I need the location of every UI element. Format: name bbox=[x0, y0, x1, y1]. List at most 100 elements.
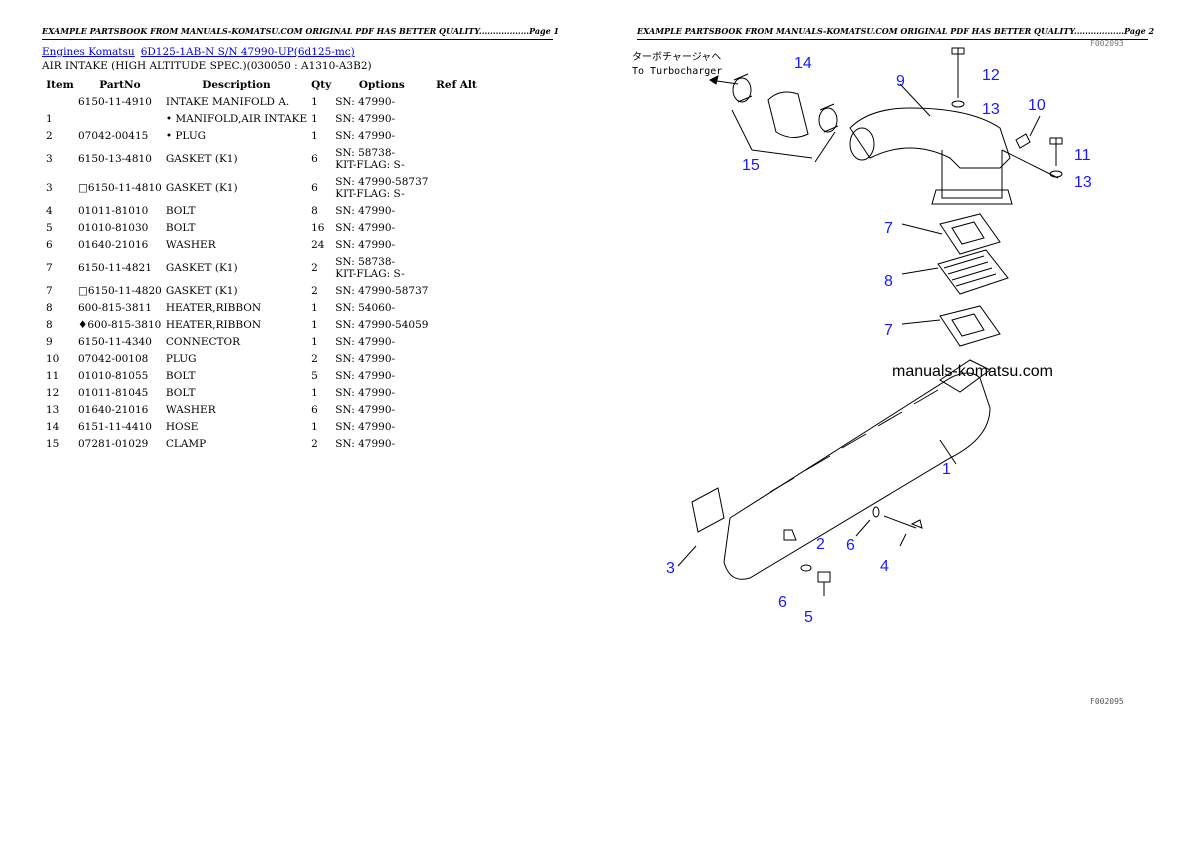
heater-8-drawing bbox=[937, 249, 1009, 295]
options-cell: SN: 47990- bbox=[333, 418, 430, 435]
gasket-7-bottom-leader bbox=[901, 319, 941, 325]
breadcrumb-link-engines[interactable]: Engines Komatsu bbox=[42, 46, 135, 58]
item-cell: 9 bbox=[46, 335, 53, 348]
option-line: SN: 47990- bbox=[335, 403, 396, 416]
item-cell: 5 bbox=[46, 221, 53, 234]
item-cell: 3 bbox=[46, 152, 53, 165]
options-cell: SN: 58738-KIT-FLAG: S- bbox=[333, 253, 430, 282]
gasket-7-bottom-port bbox=[951, 313, 985, 337]
callout-15: 15 bbox=[742, 157, 760, 174]
description-cell: PLUG bbox=[165, 352, 197, 365]
description-cell: BOLT bbox=[165, 221, 196, 234]
partno-cell: □6150-11-4820 bbox=[78, 284, 162, 297]
option-line: SN: 47990- bbox=[335, 221, 396, 234]
item-cell: 8 bbox=[46, 301, 53, 314]
column-header-qty: Qty bbox=[311, 78, 332, 91]
column-header-description: Description bbox=[202, 78, 271, 91]
qty-cell: 1 bbox=[311, 129, 318, 142]
qty-cell: 2 bbox=[311, 261, 318, 274]
gasket-7-top-port bbox=[951, 221, 985, 245]
bolt-12-drawing bbox=[951, 47, 965, 98]
ref-alt-cell bbox=[430, 127, 482, 144]
ref-alt-cell bbox=[430, 173, 482, 202]
partno-cell: 01010-81030 bbox=[78, 221, 149, 234]
item-cell: 3 bbox=[46, 181, 53, 194]
table-row: 5 01010-81030 BOLT 16 SN: 47990- bbox=[44, 219, 482, 236]
ref-alt-cell bbox=[430, 93, 482, 110]
callout-12: 12 bbox=[982, 67, 1000, 84]
item-cell: 14 bbox=[46, 420, 60, 433]
column-header-item: Item bbox=[46, 78, 74, 91]
description-cell: WASHER bbox=[165, 238, 216, 251]
description-cell: GASKET (K1) bbox=[165, 261, 238, 274]
options-cell: SN: 47990- bbox=[333, 236, 430, 253]
washer-6b-drawing bbox=[800, 564, 812, 572]
qty-cell: 1 bbox=[311, 318, 318, 331]
partno-cell bbox=[76, 110, 164, 127]
ref-alt-cell bbox=[430, 202, 482, 219]
page-header: EXAMPLE PARTSBOOK FROM MANUALS-KOMATSU.C… bbox=[42, 26, 559, 40]
callout-13-right: 13 bbox=[1074, 174, 1092, 191]
qty-cell: 8 bbox=[311, 204, 318, 217]
option-line: SN: 47990- bbox=[335, 420, 396, 433]
description-cell: BOLT bbox=[165, 204, 196, 217]
option-line: SN: 58738- bbox=[335, 146, 396, 159]
clamp-right-band bbox=[819, 103, 839, 133]
callout-9: 9 bbox=[896, 73, 905, 90]
bolt-11-drawing bbox=[1049, 137, 1063, 166]
partno-cell: 6150-11-4821 bbox=[78, 261, 152, 274]
option-line: SN: 47990- bbox=[335, 112, 396, 125]
option-line: KIT-FLAG: S- bbox=[335, 187, 405, 200]
diagram-page: EXAMPLE PARTSBOOK FROM MANUALS-KOMATSU.C… bbox=[595, 0, 1190, 842]
options-cell: SN: 47990- bbox=[333, 333, 430, 350]
partno-cell: 6151-11-4410 bbox=[78, 420, 152, 433]
table-header-row: Item PartNo Description Qty Options Ref … bbox=[44, 76, 482, 93]
options-cell: SN: 47990-54059 bbox=[333, 316, 430, 333]
item-cell: 2 bbox=[46, 129, 53, 142]
options-cell: SN: 54060- bbox=[333, 299, 430, 316]
partno-cell: ♦600-815-3810 bbox=[78, 318, 162, 331]
item-cell: 13 bbox=[46, 403, 60, 416]
callout-numbers: 14 9 12 13 10 11 13 15 7 8 7 1 2 6 4 3 6… bbox=[666, 55, 1092, 626]
qty-cell: 6 bbox=[311, 403, 318, 416]
qty-cell: 6 bbox=[311, 181, 318, 194]
plug-2-drawing bbox=[783, 529, 797, 541]
description-cell: CONNECTOR bbox=[165, 335, 241, 348]
item-cell: 11 bbox=[46, 369, 60, 382]
description-cell: INTAKE MANIFOLD A. bbox=[165, 95, 290, 108]
description-cell: HOSE bbox=[165, 420, 199, 433]
ref-alt-cell bbox=[430, 401, 482, 418]
bolt-4-drawing bbox=[883, 515, 923, 529]
qty-cell: 16 bbox=[311, 221, 325, 234]
options-cell: SN: 47990- bbox=[333, 367, 430, 384]
ref-alt-cell bbox=[430, 367, 482, 384]
option-line: SN: 47990-58737 bbox=[335, 175, 429, 188]
description-cell: BOLT bbox=[165, 369, 196, 382]
watermark-text: manuals-komatsu.com bbox=[892, 363, 1053, 380]
partno-cell: 01011-81045 bbox=[78, 386, 149, 399]
breadcrumb-link-model[interactable]: 6D125-1AB-N S/N 47990-UP(6d125-mc) bbox=[140, 46, 355, 58]
ref-alt-cell bbox=[430, 418, 482, 435]
option-line: SN: 47990-58737 bbox=[335, 284, 429, 297]
parts-list-page: EXAMPLE PARTSBOOK FROM MANUALS-KOMATSU.C… bbox=[42, 26, 559, 452]
item-cell: 7 bbox=[46, 284, 53, 297]
ref-alt-cell bbox=[430, 253, 482, 282]
manifold-port-flanges bbox=[769, 389, 939, 493]
turbo-en-label: To Turbocharger bbox=[632, 66, 722, 77]
exploded-parts-diagram: ターボチャージャヘ To Turbocharger F002093 manual… bbox=[632, 40, 1124, 626]
ref-alt-cell bbox=[430, 384, 482, 401]
option-line: SN: 54060- bbox=[335, 301, 396, 314]
qty-cell: 1 bbox=[311, 335, 318, 348]
callout-2: 2 bbox=[816, 536, 825, 553]
option-line: SN: 47990- bbox=[335, 369, 396, 382]
ref-alt-cell bbox=[430, 282, 482, 299]
